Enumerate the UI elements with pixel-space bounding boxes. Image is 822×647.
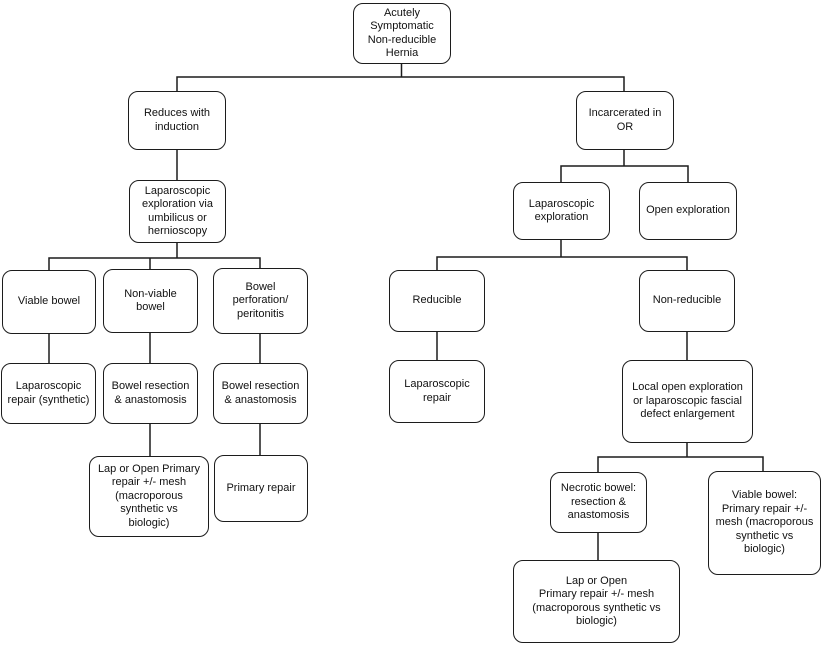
- node-bowel-resection-1: Bowel resection & anastomosis: [103, 363, 198, 424]
- edge-local-open-to-children: [597, 443, 764, 472]
- node-lap-open-primary-mesh-1: Lap or Open Primary repair +/- mesh (mac…: [89, 456, 209, 537]
- node-viable-bowel: Viable bowel: [2, 270, 96, 334]
- node-open-exploration: Open exploration: [639, 182, 737, 240]
- node-reducible: Reducible: [389, 270, 485, 332]
- node-bowel-perforation: Bowel perforation/ peritonitis: [213, 268, 308, 334]
- node-primary-repair: Primary repair: [214, 455, 308, 522]
- edge-lap-umbilicus-to-children: [48, 243, 261, 270]
- node-root: Acutely Symptomatic Non-reducible Hernia: [353, 3, 451, 64]
- node-lap-open-primary-mesh-2: Lap or Open Primary repair +/- mesh (mac…: [513, 560, 680, 643]
- node-incarcerated-in-or: Incarcerated in OR: [576, 91, 674, 150]
- node-bowel-resection-2: Bowel resection & anastomosis: [213, 363, 308, 424]
- node-lap-exploration-umbilicus: Laparoscopic exploration via umbilicus o…: [129, 180, 226, 243]
- node-non-viable-bowel: Non-viable bowel: [103, 269, 198, 333]
- node-lap-repair-synthetic: Laparoscopic repair (synthetic): [1, 363, 96, 424]
- node-reduces-with-induction: Reduces with induction: [128, 91, 226, 150]
- node-necrotic-bowel: Necrotic bowel: resection & anastomosis: [550, 472, 647, 533]
- edge-lap-exploration-to-children: [436, 240, 688, 270]
- node-non-reducible: Non-reducible: [639, 270, 735, 332]
- edge-incarcerated-to-children: [560, 150, 689, 182]
- edge-root-to-branches: [176, 63, 625, 91]
- node-lap-repair: Laparoscopic repair: [389, 360, 485, 423]
- node-local-open-exploration: Local open exploration or laparoscopic f…: [622, 360, 753, 443]
- node-lap-exploration: Laparoscopic exploration: [513, 182, 610, 240]
- node-viable-bowel-primary: Viable bowel: Primary repair +/- mesh (m…: [708, 471, 821, 575]
